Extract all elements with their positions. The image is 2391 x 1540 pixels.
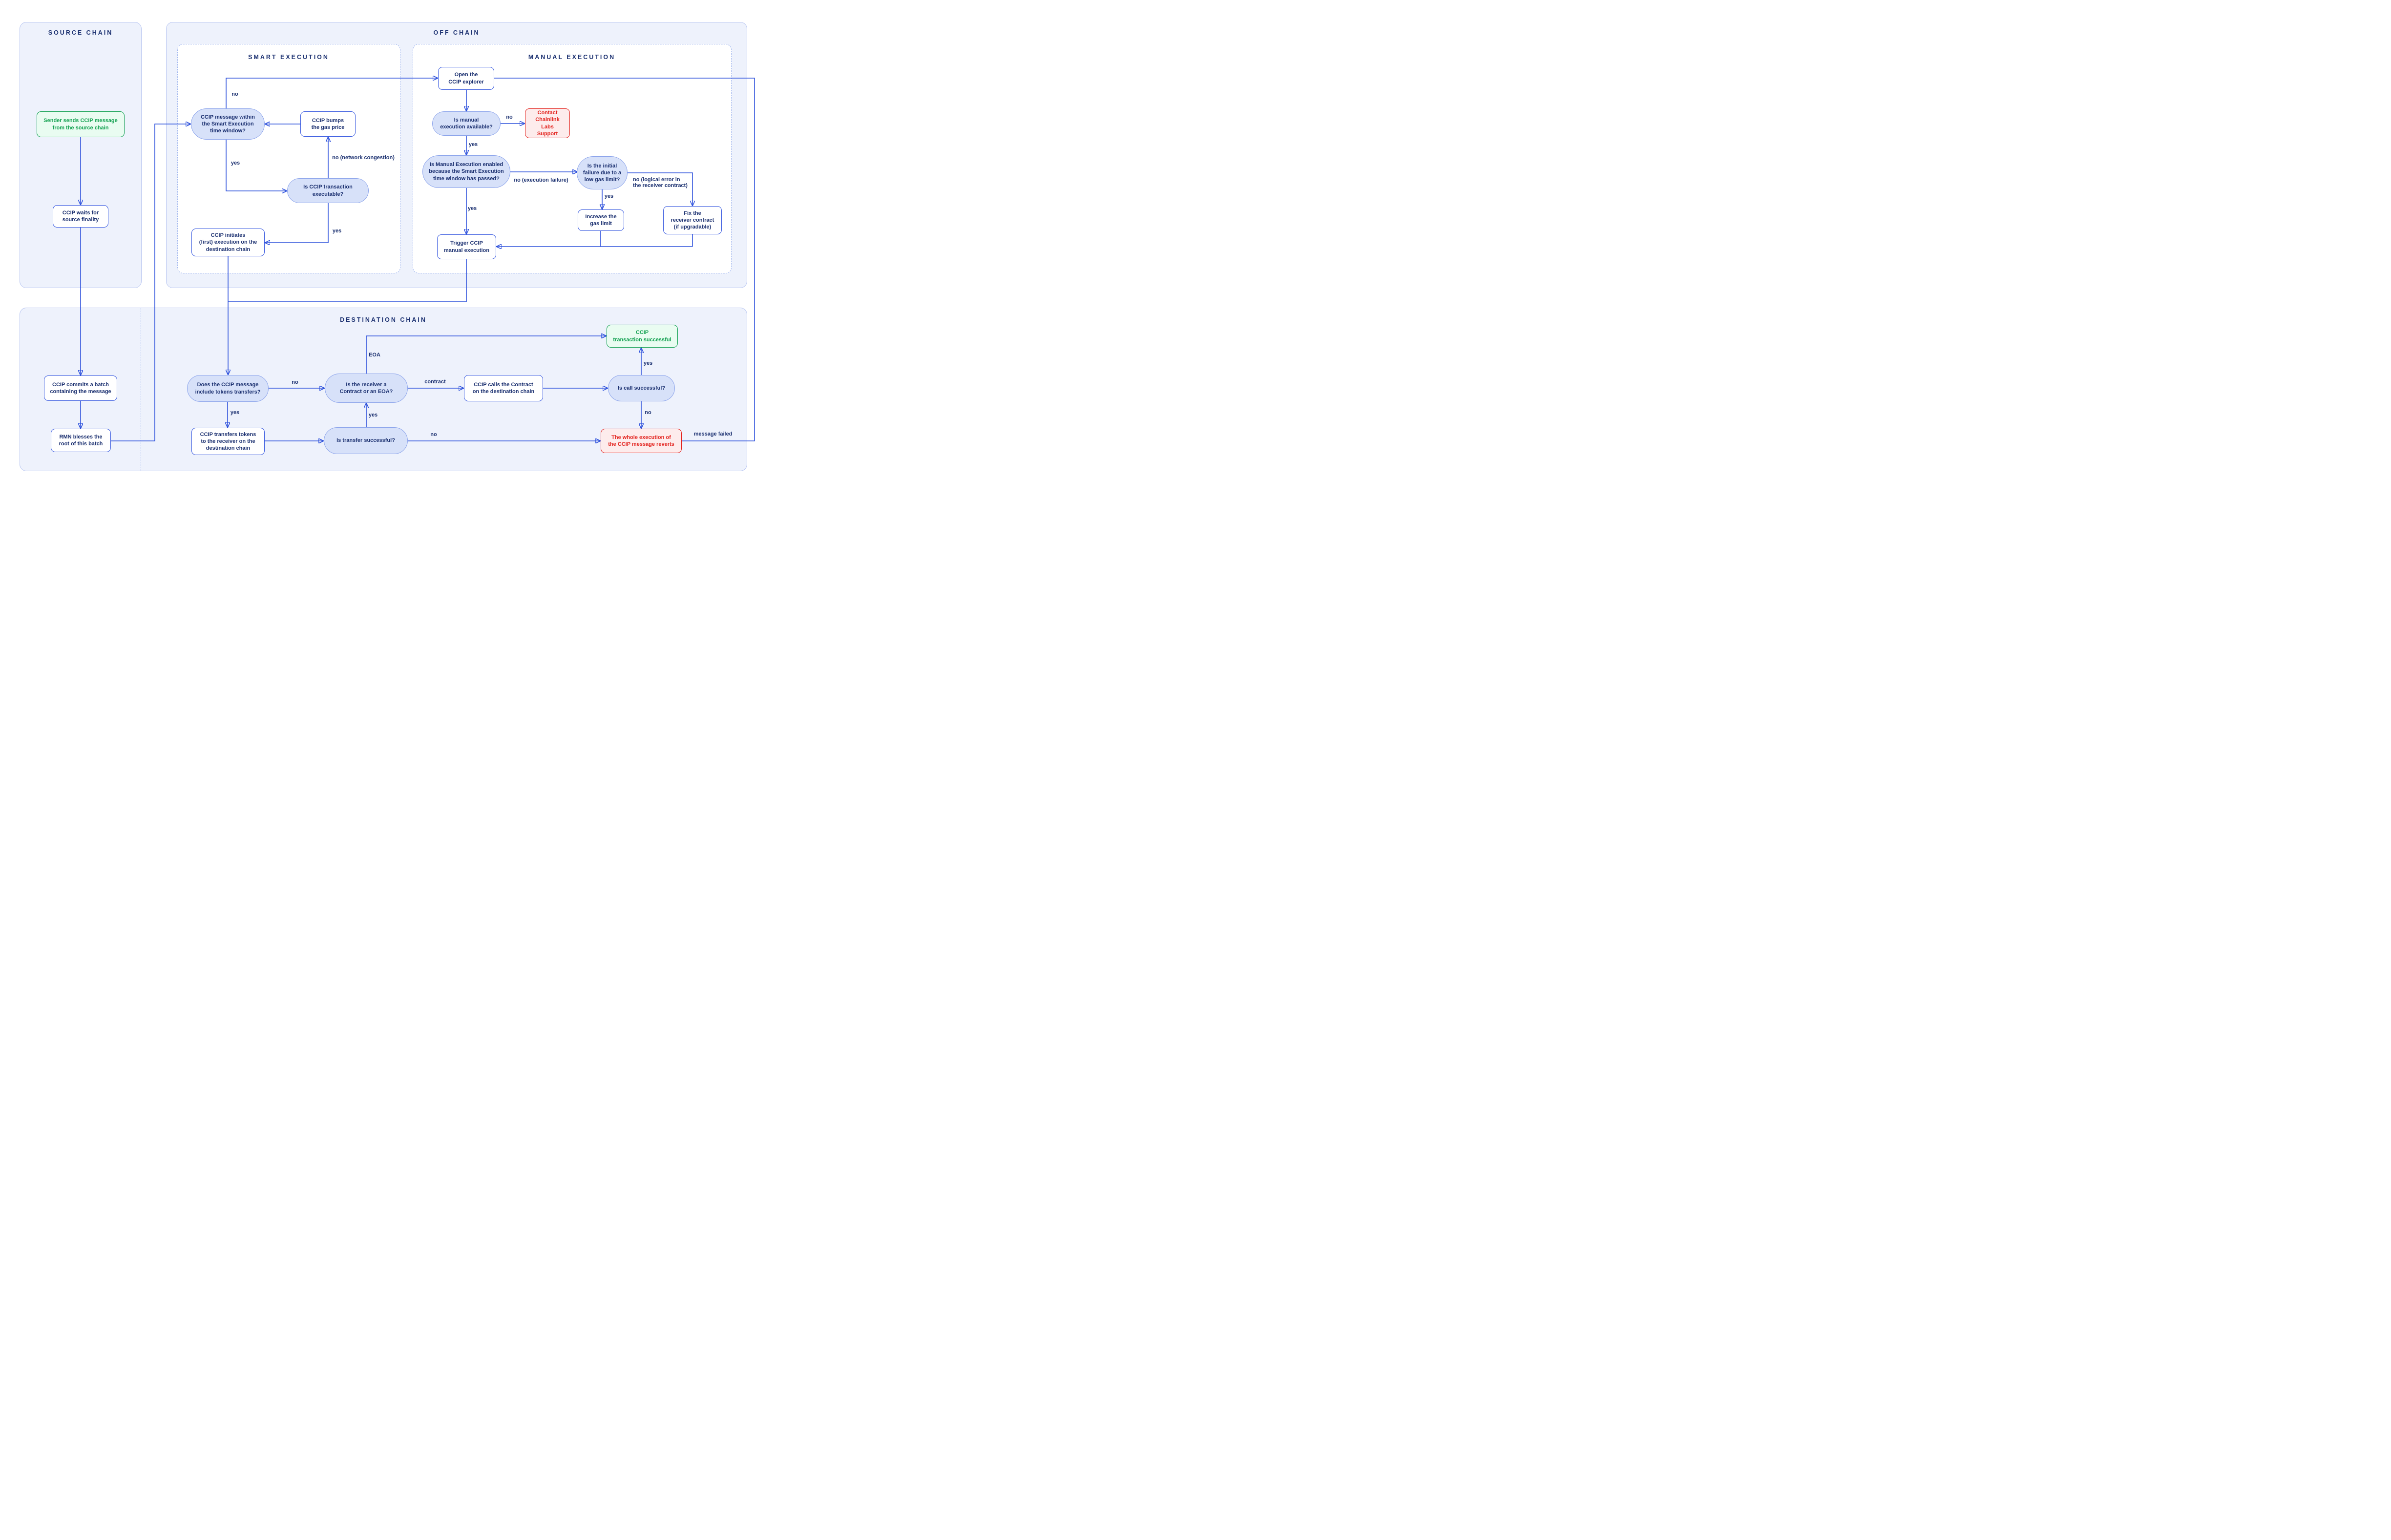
node-manual-available-decision: Is manual execution available?	[432, 111, 501, 136]
label-executable-yes: yes	[332, 228, 342, 234]
node-smart-window-decision: CCIP message within the Smart Execution …	[191, 108, 265, 140]
node-ccip-calls-contract: CCIP calls the Contract on the destinati…	[464, 375, 543, 401]
node-rmn-blesses-root: RMN blesses the root of this batch	[51, 429, 111, 452]
label-enabled-yes: yes	[467, 206, 477, 211]
node-trigger-manual-execution: Trigger CCIP manual execution	[437, 234, 496, 259]
manual-execution-title: MANUAL EXECUTION	[528, 54, 616, 61]
label-receiver-contract: contract	[424, 379, 446, 385]
node-manual-enabled-decision: Is Manual Execution enabled because the …	[422, 155, 510, 188]
label-available-no: no	[506, 114, 513, 120]
source-chain-panel	[20, 22, 142, 288]
node-transfer-successful-decision: Is transfer successful?	[324, 427, 408, 454]
node-executable-decision: Is CCIP transaction executable?	[287, 178, 369, 203]
node-open-ccip-explorer: Open the CCIP explorer	[438, 67, 494, 90]
label-call-yes: yes	[643, 360, 653, 366]
label-no-logical-error: no (logical error in the receiver contra…	[633, 177, 688, 188]
node-increase-gas-limit: Increase the gas limit	[578, 209, 624, 231]
smart-execution-title: SMART EXECUTION	[248, 54, 329, 61]
label-no-execution-failure: no (execution failure)	[514, 177, 568, 183]
node-contact-chainlink-support: Contact Chainlink Labs Support	[525, 108, 570, 138]
node-fix-receiver-contract: Fix the receiver contract (if upgradable…	[663, 206, 722, 234]
label-initial-failure-yes: yes	[604, 193, 614, 199]
destination-chain-title: DESTINATION CHAIN	[340, 316, 427, 323]
node-tokens-transfers-decision: Does the CCIP message include tokens tra…	[187, 375, 269, 402]
label-transfer-no: no	[430, 432, 437, 437]
label-smart-window-no: no	[231, 91, 238, 97]
node-sender-sends-message: Sender sends CCIP message from the sourc…	[37, 111, 125, 137]
node-ccip-commits-batch: CCIP commits a batch containing the mess…	[44, 375, 117, 401]
node-ccip-bumps-gas: CCIP bumps the gas price	[300, 111, 356, 137]
label-receiver-eoa: EOA	[369, 352, 380, 358]
node-transaction-successful: CCIP transaction successful	[607, 325, 678, 348]
source-chain-title: SOURCE CHAIN	[48, 29, 113, 36]
label-no-network-congestion: no (network congestion)	[332, 155, 395, 161]
label-call-no: no	[645, 410, 651, 416]
node-execution-reverts: The whole execution of the CCIP message …	[601, 429, 682, 453]
off-chain-title: OFF CHAIN	[433, 29, 480, 36]
label-available-yes: yes	[468, 142, 478, 147]
node-ccip-transfers-tokens: CCIP transfers tokens to the receiver on…	[191, 428, 265, 455]
node-call-successful-decision: Is call successful?	[608, 375, 675, 401]
label-message-failed: message failed	[693, 431, 733, 437]
ccip-execution-flowchart: SOURCE CHAIN OFF CHAIN SMART EXECUTION M…	[0, 0, 766, 493]
label-transfer-yes: yes	[368, 412, 378, 418]
node-ccip-initiates-execution: CCIP initiates (first) execution on the …	[191, 229, 265, 256]
node-ccip-waits-finality: CCIP waits for source finality	[53, 205, 108, 228]
label-tokens-no: no	[292, 379, 298, 385]
node-receiver-type-decision: Is the receiver a Contract or an EOA?	[325, 374, 408, 403]
label-smart-window-yes: yes	[231, 160, 240, 166]
label-tokens-yes: yes	[230, 410, 240, 416]
node-initial-failure-decision: Is the initial failure due to a low gas …	[577, 156, 628, 189]
